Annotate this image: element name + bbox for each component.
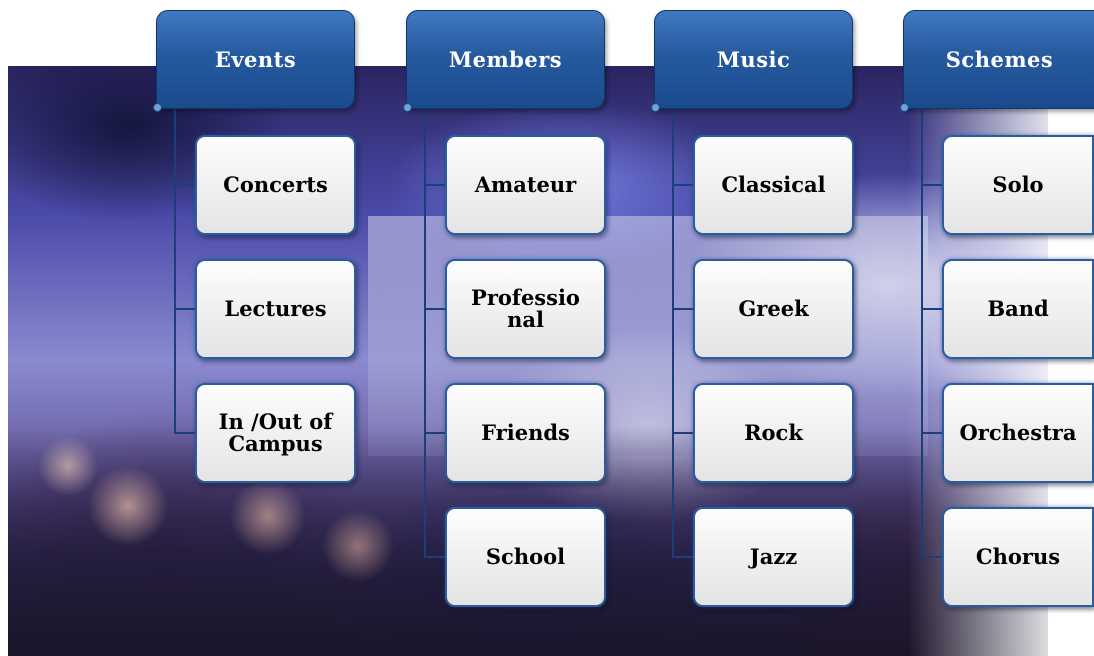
connector-horizontal bbox=[672, 308, 694, 310]
connector-node bbox=[153, 103, 162, 112]
connector-horizontal bbox=[424, 184, 446, 186]
header-label: Music bbox=[716, 47, 791, 72]
connector-horizontal bbox=[424, 308, 446, 310]
node-professional[interactable]: Professio nal bbox=[445, 259, 606, 359]
connector-node bbox=[900, 103, 909, 112]
connector-node bbox=[403, 103, 412, 112]
node-chorus[interactable]: Chorus bbox=[942, 507, 1094, 607]
connector-horizontal bbox=[424, 556, 446, 558]
header-label: Events bbox=[214, 47, 297, 72]
connector-horizontal bbox=[424, 432, 446, 434]
connector-horizontal bbox=[921, 184, 943, 186]
connector-horizontal bbox=[672, 556, 694, 558]
node-in-out-of-campus[interactable]: In /Out of Campus bbox=[195, 383, 356, 483]
connector-horizontal bbox=[921, 308, 943, 310]
connector-horizontal bbox=[921, 556, 943, 558]
connector-horizontal bbox=[921, 432, 943, 434]
connector-node bbox=[651, 103, 660, 112]
header-events[interactable]: Events bbox=[153, 10, 355, 112]
connector-horizontal bbox=[672, 432, 694, 434]
connector-vertical bbox=[424, 107, 426, 558]
connector-vertical bbox=[921, 107, 923, 558]
node-concerts[interactable]: Concerts bbox=[195, 135, 356, 235]
node-lectures[interactable]: Lectures bbox=[195, 259, 356, 359]
connector-vertical bbox=[174, 107, 176, 434]
node-rock[interactable]: Rock bbox=[693, 383, 854, 483]
node-jazz[interactable]: Jazz bbox=[693, 507, 854, 607]
header-label: Schemes bbox=[945, 47, 1054, 72]
header-music[interactable]: Music bbox=[651, 10, 853, 112]
node-orchestra[interactable]: Orchestra bbox=[942, 383, 1094, 483]
node-greek[interactable]: Greek bbox=[693, 259, 854, 359]
header-schemes[interactable]: Schemes bbox=[900, 10, 1094, 112]
connector-horizontal bbox=[174, 432, 196, 434]
connector-horizontal bbox=[174, 308, 196, 310]
connector-horizontal bbox=[672, 184, 694, 186]
node-solo[interactable]: Solo bbox=[942, 135, 1094, 235]
connector-horizontal bbox=[174, 184, 196, 186]
node-school[interactable]: School bbox=[445, 507, 606, 607]
node-friends[interactable]: Friends bbox=[445, 383, 606, 483]
node-classical[interactable]: Classical bbox=[693, 135, 854, 235]
node-amateur[interactable]: Amateur bbox=[445, 135, 606, 235]
node-band[interactable]: Band bbox=[942, 259, 1094, 359]
connector-vertical bbox=[672, 107, 674, 558]
header-label: Members bbox=[448, 47, 563, 72]
header-members[interactable]: Members bbox=[403, 10, 605, 112]
